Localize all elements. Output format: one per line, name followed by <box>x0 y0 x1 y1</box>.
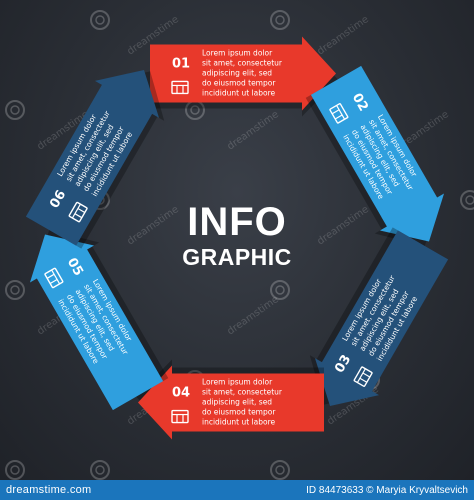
dreamstime-swirl-icon <box>90 460 110 480</box>
footer-brand: dreamstime.com <box>6 484 92 496</box>
step-arrow <box>150 36 336 111</box>
step-text-line: do eiusmod tempor <box>202 78 276 87</box>
step-number: 04 <box>172 386 190 401</box>
title-graphic: GRAPHIC <box>182 244 292 270</box>
watermark-text: dreamstime <box>225 109 281 152</box>
step-text-line: incididunt ut labore <box>202 88 276 97</box>
watermark-text: dreamstime <box>225 294 281 337</box>
wallet-cards-icon <box>68 201 88 223</box>
step-text-line: adipiscing elit, sed <box>202 68 272 77</box>
money-stack-icon <box>171 409 189 424</box>
dreamstime-swirl-icon <box>270 460 290 480</box>
step-arrow <box>25 69 160 246</box>
step-number: 01 <box>172 56 190 71</box>
step-text-line: incididunt ut labore <box>202 418 276 427</box>
step-arrow <box>29 234 164 411</box>
step-text-line: adipiscing elit, sed <box>202 398 272 407</box>
document-icon <box>353 366 373 387</box>
step-text-line: sit amet, consectetur <box>202 58 283 67</box>
dreamstime-swirl-icon <box>270 10 290 30</box>
step-text-line: sit amet, consectetur <box>202 388 283 397</box>
bank-icon <box>171 80 189 95</box>
dreamstime-swirl-icon <box>5 460 25 480</box>
dreamstime-swirl-icon <box>5 100 25 120</box>
step-arrow <box>314 230 449 407</box>
footer-bar: dreamstime.com ID 84473633 © Maryia Kryv… <box>0 480 474 500</box>
dreamstime-swirl-icon <box>270 280 290 300</box>
footer-id: ID 84473633 © Maryia Kryvaltsevich <box>306 485 468 496</box>
dreamstime-swirl-icon <box>90 10 110 30</box>
step-text-line: do eiusmod tempor <box>202 408 276 417</box>
dreamstime-swirl-icon <box>5 280 25 300</box>
step-text-line: Lorem ipsum dolor <box>202 378 273 387</box>
piggy-bank-icon <box>44 267 64 289</box>
title-info: INFO <box>187 200 287 244</box>
step-arrow <box>138 365 324 440</box>
dreamstime-swirl-icon <box>460 190 474 210</box>
step-text-line: Lorem ipsum dolor <box>202 48 273 57</box>
watermark-text: dreamstime <box>315 14 371 57</box>
wallet-icon <box>329 103 349 124</box>
